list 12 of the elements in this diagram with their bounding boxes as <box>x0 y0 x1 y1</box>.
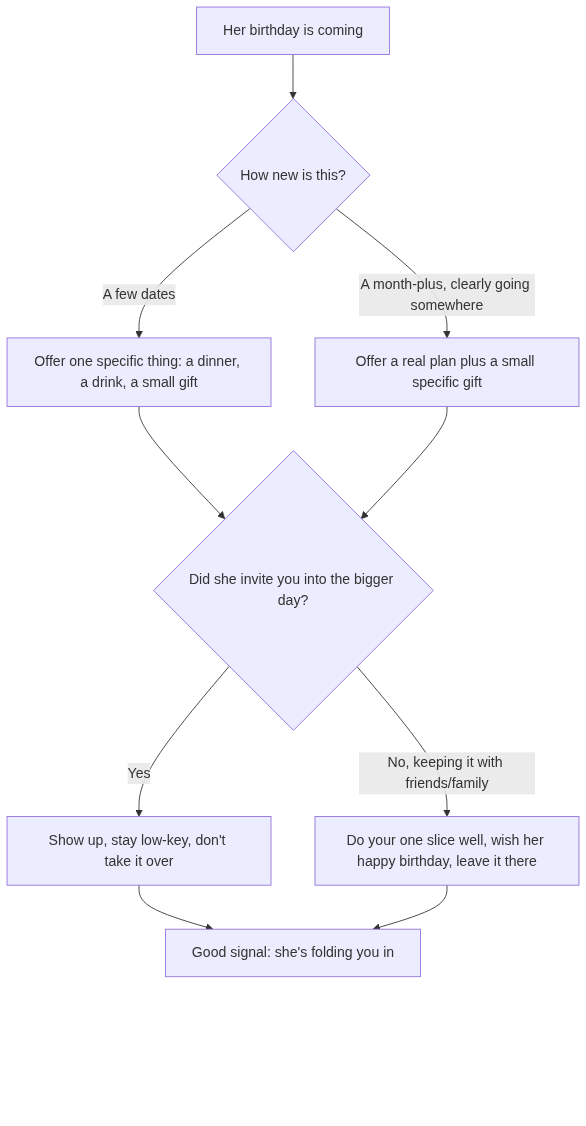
edge-label: A month-plus, clearly going somewhere <box>360 276 530 313</box>
node-box: Good signal: she's folding you in <box>165 928 421 978</box>
node-box: Show up, stay low-key, don't take it over <box>6 816 272 886</box>
node-box: Her birthday is coming <box>196 6 390 55</box>
node-diamond: How new is this? <box>216 98 371 253</box>
node-diamond: Did she invite you into the bigger day? <box>153 450 434 731</box>
node-box: Offer one specific thing: a dinner, a drink, a small gift <box>6 337 272 407</box>
node-box: Do your one slice well, wish her happy birthday, leave it there <box>314 816 580 886</box>
edge-label: Yes <box>127 765 151 781</box>
node-box: Offer a real plan plus a small specific gift <box>314 337 580 407</box>
edge-label: A few dates <box>102 286 176 302</box>
edge-label: No, keeping it with friends/family <box>387 754 503 792</box>
